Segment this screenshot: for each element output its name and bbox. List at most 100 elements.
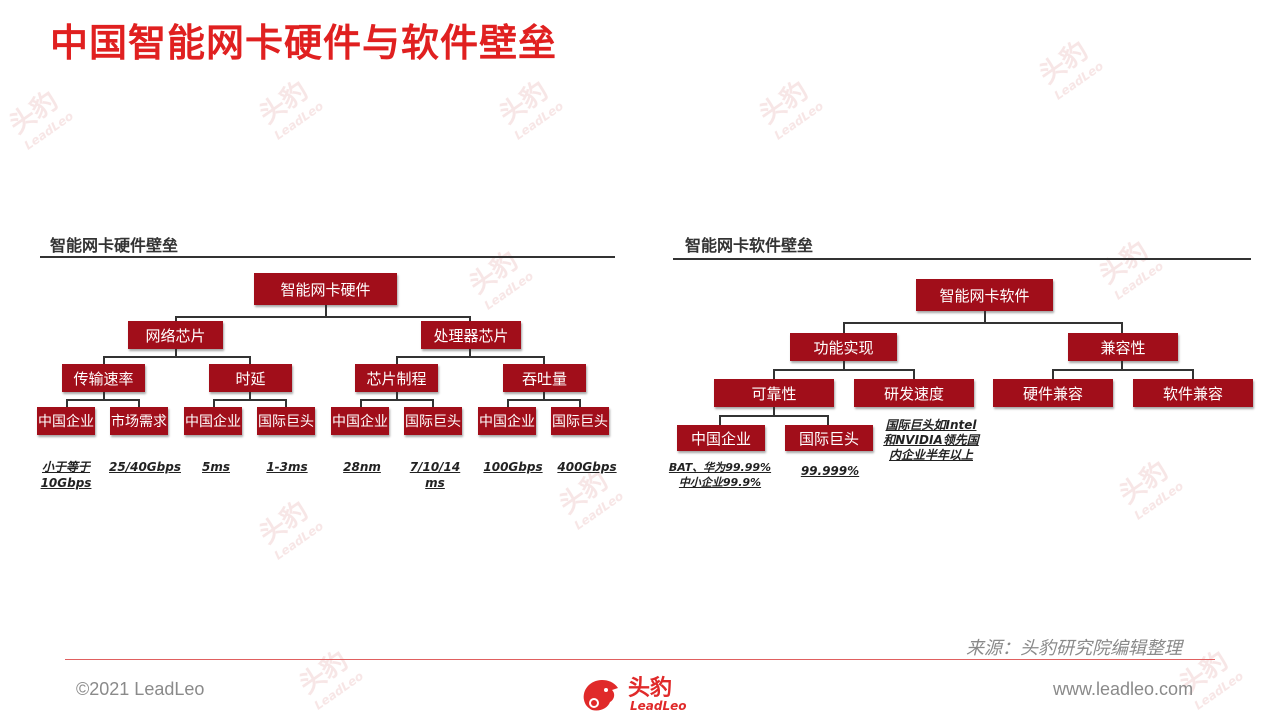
hardware-l4-box: 国际巨头: [257, 407, 315, 435]
leopard-logo-icon: [583, 680, 618, 711]
software-l2-box: 功能实现: [790, 333, 897, 361]
connector: [773, 369, 775, 379]
connector: [249, 392, 251, 400]
hardware-l2-box: 处理器芯片: [421, 321, 521, 349]
source-note: 来源：头豹研究院编辑整理: [966, 638, 1182, 659]
connector: [913, 369, 915, 379]
software-l3-box: 研发速度: [854, 379, 974, 407]
hardware-section-title: 智能网卡硬件壁垒: [50, 236, 179, 255]
hardware-l2-box: 网络芯片: [128, 321, 223, 349]
connector: [396, 356, 398, 364]
connector: [66, 399, 140, 401]
connector: [175, 316, 177, 322]
software-l3-box: 可靠性: [714, 379, 834, 407]
hardware-value: 25/40Gbps: [109, 460, 181, 474]
leadleo-logo: 头豹 LeadLeo: [578, 668, 706, 716]
connector: [719, 415, 721, 425]
hardware-value: 28nm: [343, 460, 381, 474]
software-value: BAT、华为99.99%中小企业99.9%: [668, 461, 772, 489]
connector: [213, 399, 287, 401]
connector: [843, 361, 845, 370]
connector: [103, 392, 105, 400]
software-l3-box: 软件兼容: [1133, 379, 1253, 407]
copyright: ©2021 LeadLeo: [76, 679, 205, 699]
hardware-l4-box: 国际巨头: [551, 407, 609, 435]
software-root-box: 智能网卡软件: [916, 279, 1053, 311]
hardware-value: 5ms: [202, 460, 230, 474]
connector: [1052, 369, 1194, 371]
connector: [1121, 322, 1123, 333]
software-section-title: 智能网卡软件壁垒: [685, 236, 814, 255]
hardware-section-rule: [40, 256, 615, 258]
connector: [103, 356, 105, 364]
connector: [396, 392, 398, 400]
connector: [469, 316, 471, 322]
connector: [984, 311, 986, 323]
software-section-rule: [673, 258, 1251, 260]
connector: [360, 399, 434, 401]
hardware-l4-box: 国际巨头: [404, 407, 462, 435]
connector: [360, 399, 362, 407]
hardware-l4-box: 中国企业: [478, 407, 536, 435]
software-value: 99.999%: [800, 464, 860, 478]
footer-rule: [65, 659, 1215, 660]
connector: [1192, 369, 1194, 379]
connector: [469, 349, 471, 357]
hardware-l4-box: 中国企业: [184, 407, 242, 435]
connector: [843, 322, 1123, 324]
connector: [827, 415, 829, 425]
hardware-value: 1-3ms: [266, 460, 308, 474]
connector: [285, 399, 287, 407]
connector: [325, 305, 327, 317]
hardware-l3-box: 芯片制程: [355, 364, 438, 392]
connector: [432, 399, 434, 407]
software-l4-box: 国际巨头: [785, 425, 873, 451]
page-title: 中国智能网卡硬件与软件壁垒: [50, 21, 558, 65]
hardware-l4-box: 中国企业: [331, 407, 389, 435]
connector: [66, 399, 68, 407]
connector: [507, 399, 581, 401]
software-l3-box: 硬件兼容: [993, 379, 1113, 407]
connector: [773, 407, 775, 416]
connector: [507, 399, 509, 407]
connector: [773, 369, 915, 371]
hardware-l3-box: 传输速率: [62, 364, 145, 392]
hardware-value: 400Gbps: [557, 460, 617, 474]
software-l4-box: 中国企业: [677, 425, 765, 451]
connector: [138, 399, 140, 407]
hardware-l3-box: 时延: [209, 364, 292, 392]
hardware-l4-box: 中国企业: [37, 407, 95, 435]
connector: [103, 356, 251, 358]
connector: [1121, 361, 1123, 370]
connector: [843, 322, 845, 333]
connector: [579, 399, 581, 407]
hardware-l3-box: 吞吐量: [503, 364, 586, 392]
connector: [249, 356, 251, 364]
logo-text-cn: 头豹: [628, 676, 673, 701]
connector: [396, 356, 545, 358]
hardware-l4-box: 市场需求: [110, 407, 168, 435]
connector: [543, 392, 545, 400]
software-l2-box: 兼容性: [1068, 333, 1178, 361]
connector: [543, 356, 545, 364]
website: www.leadleo.com: [1053, 679, 1194, 699]
logo-text-en: LeadLeo: [630, 699, 687, 713]
connector: [1052, 369, 1054, 379]
hardware-value: 100Gbps: [483, 460, 543, 474]
connector: [175, 349, 177, 357]
connector: [175, 316, 470, 318]
connector: [213, 399, 215, 407]
hardware-root-box: 智能网卡硬件: [254, 273, 397, 305]
connector: [719, 415, 829, 417]
